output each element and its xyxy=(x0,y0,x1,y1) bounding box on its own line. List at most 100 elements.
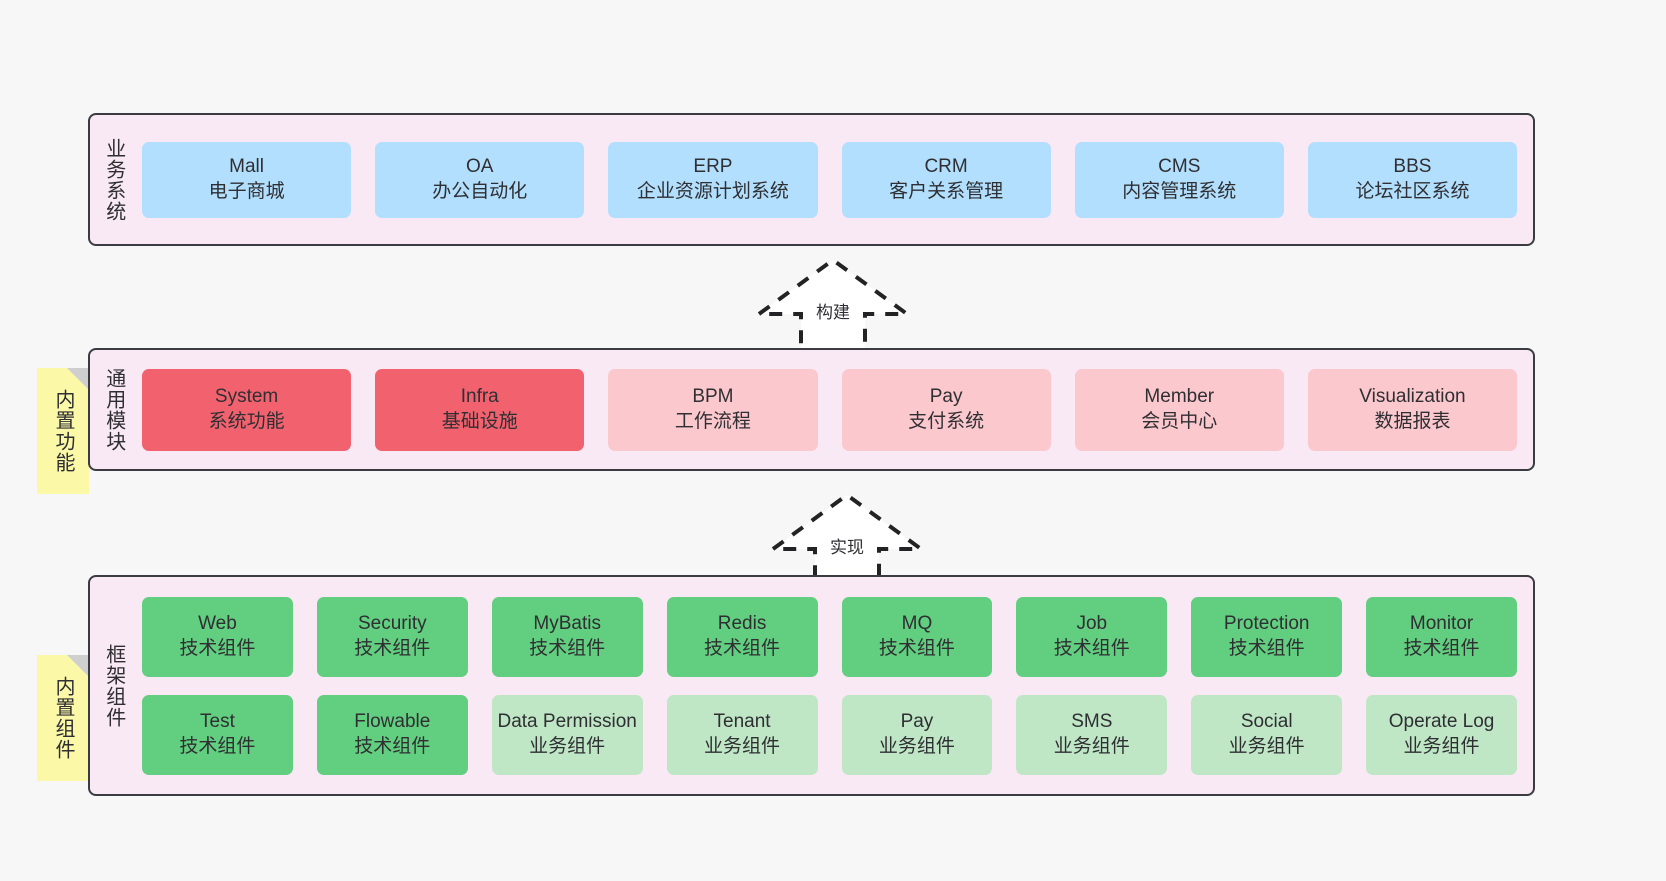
cell-desc: 技术组件 xyxy=(704,637,781,659)
cell-desc: 办公自动化 xyxy=(432,180,528,202)
cell-desc: 支付系统 xyxy=(908,410,985,432)
cell-desc: 业务组件 xyxy=(1403,735,1480,757)
cell-name: Job xyxy=(1076,613,1108,635)
cell-name: Tenant xyxy=(713,711,771,733)
arrow-build-icon xyxy=(753,257,913,354)
cell-name: Operate Log xyxy=(1388,711,1495,733)
panel-title-text: 通用模块 xyxy=(102,367,125,452)
cell-name: Infra xyxy=(460,386,499,408)
cell-desc: 业务组件 xyxy=(529,735,606,757)
cell-name: SMS xyxy=(1071,711,1113,733)
panel-title-text: 框架组件 xyxy=(102,643,125,728)
cell-name: MQ xyxy=(901,613,933,635)
cell-name: Redis xyxy=(717,613,767,635)
cell-desc: 业务组件 xyxy=(704,735,781,757)
cell-name: Pay xyxy=(900,711,934,733)
cell-name: Data Permission xyxy=(497,711,637,733)
sticky-note-builtin-components: 内置组件 xyxy=(37,655,89,781)
sticky-note-label: 内置组件 xyxy=(52,676,74,760)
cell-name: ERP xyxy=(693,156,733,178)
cell-desc: 业务组件 xyxy=(878,735,955,757)
cell-name: Member xyxy=(1144,386,1215,408)
cell-name: Social xyxy=(1240,711,1293,733)
cell-desc: 技术组件 xyxy=(878,637,955,659)
cell-desc: 技术组件 xyxy=(1053,637,1130,659)
arrow-implement-icon xyxy=(767,492,927,589)
cell-desc: 工作流程 xyxy=(674,410,751,432)
cell-desc: 业务组件 xyxy=(1228,735,1305,757)
cell-desc: 技术组件 xyxy=(1228,637,1305,659)
cell-name: Protection xyxy=(1223,613,1310,635)
cell-desc: 技术组件 xyxy=(529,637,606,659)
cell-desc: 数据报表 xyxy=(1374,410,1451,432)
cell-name: MyBatis xyxy=(533,613,601,635)
panel-title-business-systems: 业务系统 xyxy=(90,115,136,244)
cell-name: Visualization xyxy=(1359,386,1466,408)
cell-name: BPM xyxy=(692,386,734,408)
arrow-build: 构建 xyxy=(753,252,913,357)
cell-desc: 企业资源计划系统 xyxy=(636,180,789,202)
cell-name: Monitor xyxy=(1409,613,1474,635)
panel-title-common-modules: 通用模块 xyxy=(90,350,136,469)
cell-name: Test xyxy=(200,711,235,733)
cell-name: BBS xyxy=(1393,156,1432,178)
cell-name: Web xyxy=(198,613,237,635)
sticky-note-label: 内置功能 xyxy=(52,389,74,473)
cell-desc: 技术组件 xyxy=(354,735,431,757)
cell-name: CMS xyxy=(1158,156,1201,178)
cell-name: Flowable xyxy=(354,711,431,733)
cell-name: Pay xyxy=(929,386,963,408)
cell-desc: 基础设施 xyxy=(441,410,518,432)
cell-desc: 客户关系管理 xyxy=(889,180,1004,202)
cell-desc: 技术组件 xyxy=(179,637,256,659)
cell-desc: 技术组件 xyxy=(179,735,256,757)
cell-desc: 电子商城 xyxy=(208,180,285,202)
cell-desc: 会员中心 xyxy=(1141,410,1218,432)
cell-desc: 论坛社区系统 xyxy=(1355,180,1470,202)
sticky-note-builtin-features: 内置功能 xyxy=(37,368,89,494)
cell-name: Mall xyxy=(229,156,264,178)
panel-title-framework-components: 框架组件 xyxy=(90,577,136,794)
cell-name: System xyxy=(214,386,279,408)
cell-name: CRM xyxy=(924,156,968,178)
cell-name: OA xyxy=(466,156,494,178)
panel-title-text: 业务系统 xyxy=(102,137,125,222)
